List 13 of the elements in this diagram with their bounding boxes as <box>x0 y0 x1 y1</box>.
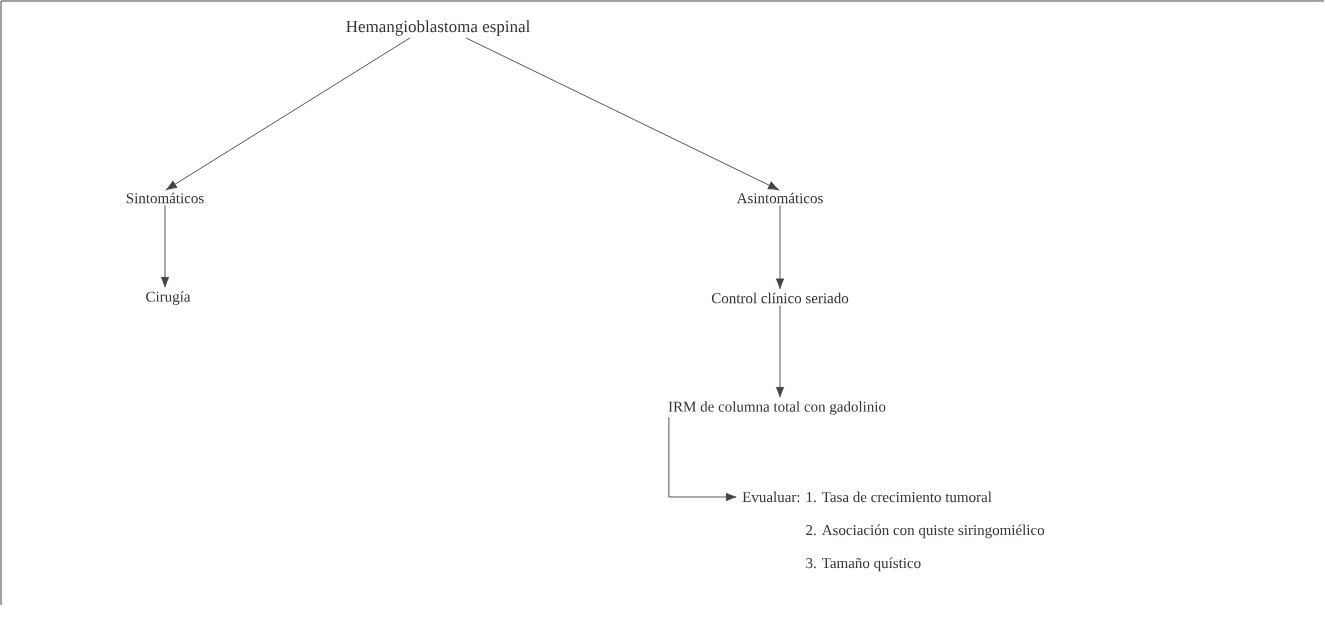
node-text: Control clínico seriado <box>711 292 849 304</box>
arrow <box>465 37 779 191</box>
arrow <box>668 416 737 502</box>
arrow <box>775 205 785 290</box>
list-text: Evualuar: 1. Tasa de crecimiento tumoral 2. Asociación con quiste siringomiélico 3. Tamaño quístico <box>742 491 1045 572</box>
node-text: IRM de columna total con gadolinio <box>668 401 886 415</box>
title-text: Hemangioblastoma espinal <box>346 20 530 36</box>
node-text: Sintomáticos <box>126 192 204 204</box>
arrow <box>166 37 411 190</box>
node-text: Cirugía <box>146 291 191 305</box>
node-text: Asintomáticos <box>736 192 823 204</box>
arrow <box>775 305 785 398</box>
arrow <box>160 205 170 288</box>
